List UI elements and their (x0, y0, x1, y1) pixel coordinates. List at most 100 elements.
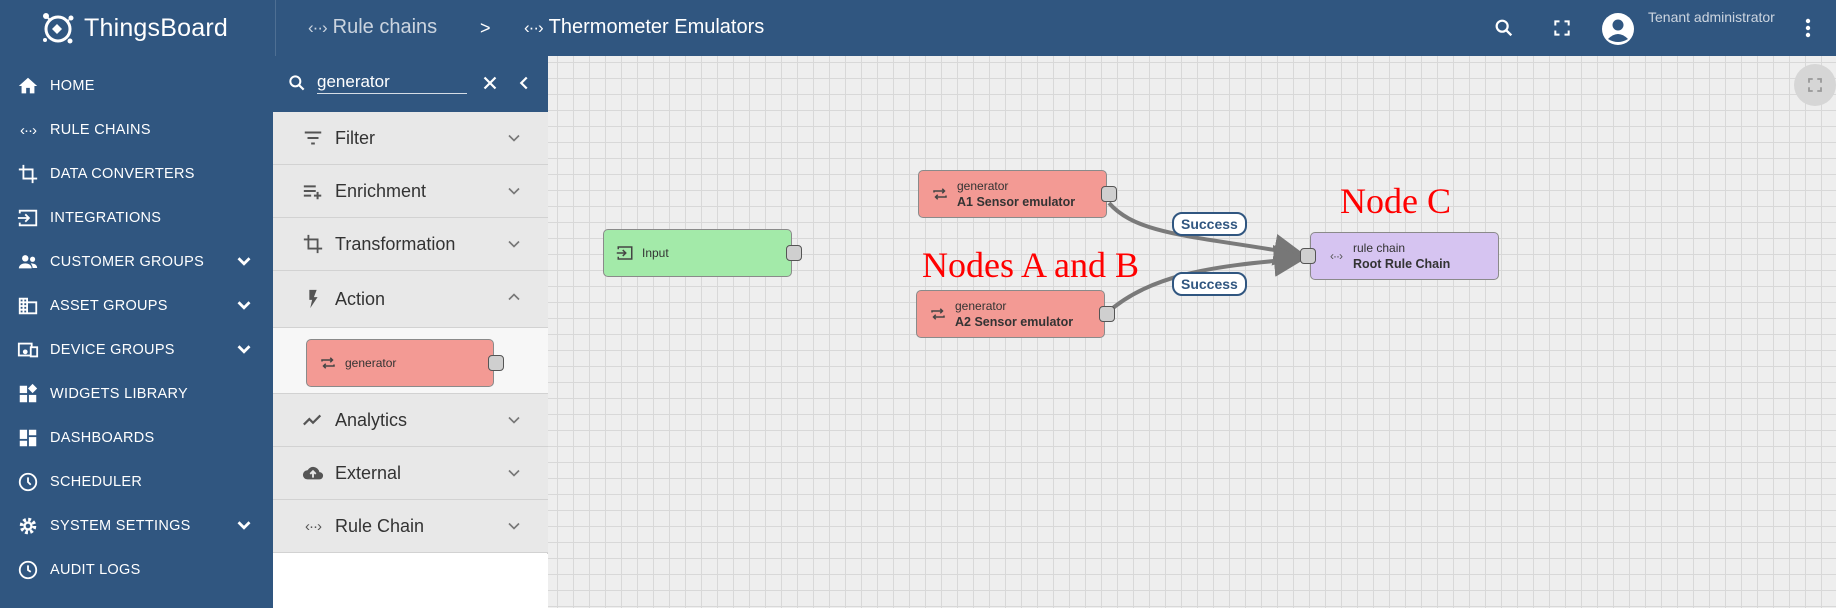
category-transformation[interactable]: Transformation (273, 218, 548, 271)
sidebar-item-label: SYSTEM SETTINGS (50, 518, 191, 534)
gear-icon (16, 514, 40, 538)
thingsboard-logo-icon (43, 13, 74, 44)
collapse-panel-icon[interactable] (513, 72, 535, 99)
user-role: Tenant administrator (1648, 9, 1775, 25)
search-icon[interactable] (1492, 16, 1516, 40)
category-label: External (335, 462, 402, 483)
sidebar-item-label: INTEGRATIONS (50, 210, 162, 226)
more-vert-icon[interactable] (1796, 16, 1820, 40)
search-icon (287, 73, 307, 98)
node-output-port[interactable] (786, 245, 802, 261)
transform-icon (301, 232, 325, 256)
domain-icon (16, 294, 40, 318)
chevron-down-icon (504, 234, 524, 259)
code-icon: ‹··› (1330, 249, 1343, 263)
category-external[interactable]: External (273, 447, 548, 500)
node-name: A1 Sensor emulator (957, 195, 1076, 209)
chevron-down-icon (233, 514, 255, 540)
sidebar-item-customer-groups[interactable]: CUSTOMER GROUPS (0, 240, 273, 284)
breadcrumb-rule-chains[interactable]: ‹··› Rule chains (308, 16, 437, 39)
category-label: Filter (335, 127, 375, 148)
clear-search-icon[interactable] (479, 72, 501, 99)
devices-icon (16, 338, 40, 362)
node-type: generator (957, 179, 1009, 193)
node-name: A2 Sensor emulator (955, 315, 1074, 329)
sidebar-item-asset-groups[interactable]: ASSET GROUPS (0, 284, 273, 328)
sidebar-item-audit-logs[interactable]: AUDIT LOGS (0, 548, 273, 592)
connection-label[interactable]: Success (1172, 272, 1247, 296)
repeat-icon (929, 185, 951, 203)
sidebar-item-label: HOME (50, 78, 95, 94)
fullscreen-icon (1808, 78, 1822, 92)
sidebar-item-label: DASHBOARDS (50, 430, 155, 446)
node-input-port[interactable] (1300, 248, 1316, 264)
canvas-fullscreen-button[interactable] (1794, 64, 1836, 106)
code-icon: ‹··› (20, 121, 37, 139)
library-search-input[interactable] (317, 70, 467, 94)
chevron-down-icon (504, 410, 524, 435)
playlist-add-icon (301, 179, 325, 203)
category-filter[interactable]: Filter (273, 112, 548, 165)
library-node-label: generator (345, 356, 397, 370)
sidebar-item-label: RULE CHAINS (50, 122, 151, 138)
sidebar-item-device-groups[interactable]: DEVICE GROUPS (0, 328, 273, 372)
sidebar-item-system-settings[interactable]: SYSTEM SETTINGS (0, 504, 273, 548)
breadcrumb-parent-label: Rule chains (332, 16, 438, 38)
sidebar-item-widgets-library[interactable]: WIDGETS LIBRARY (0, 372, 273, 416)
node-generator-a2[interactable]: generator A2 Sensor emulator (916, 290, 1115, 338)
filter-icon (301, 126, 325, 150)
code-icon: ‹··› (524, 17, 544, 37)
sidebar-item-scheduler[interactable]: SCHEDULER (0, 460, 273, 504)
crop-icon (16, 162, 40, 186)
node-output-port[interactable] (1099, 306, 1115, 322)
category-label: Enrichment (335, 180, 427, 201)
sidebar-item-dashboards[interactable]: DASHBOARDS (0, 416, 273, 460)
clock-icon (16, 470, 40, 494)
sidebar-item-integrations[interactable]: INTEGRATIONS (0, 196, 273, 240)
fullscreen-icon[interactable] (1550, 16, 1574, 40)
node-output-port[interactable] (1101, 186, 1117, 202)
sidebar-item-label: ASSET GROUPS (50, 298, 168, 314)
sidebar-item-label: DATA CONVERTERS (50, 166, 195, 182)
node-output-port[interactable] (488, 355, 504, 371)
chevron-down-icon (233, 250, 255, 276)
category-label: Action (335, 288, 386, 309)
node-generator-a1[interactable]: generator A1 Sensor emulator (918, 170, 1117, 218)
node-type: generator (955, 299, 1007, 313)
code-icon: ‹··› (308, 17, 328, 37)
chevron-down-icon (504, 181, 524, 206)
home-icon (16, 74, 40, 98)
node-text: generator A1 Sensor emulator (957, 178, 1075, 210)
chevron-down-icon (233, 338, 255, 364)
sidebar-item-data-converters[interactable]: DATA CONVERTERS (0, 152, 273, 196)
annotation-node-c: Node C (1340, 181, 1451, 221)
node-text: rule chain Root Rule Chain (1353, 240, 1450, 272)
sidebar-item-label: AUDIT LOGS (50, 562, 141, 578)
connections-layer (1105, 201, 1306, 315)
node-input[interactable]: Input (603, 229, 802, 277)
input-icon (16, 206, 40, 230)
category-rule-chain[interactable]: ‹··› Rule Chain (273, 500, 548, 553)
panel-empty-area (273, 554, 548, 608)
connection-label[interactable]: Success (1172, 212, 1247, 236)
category-label: Analytics (335, 409, 408, 430)
category-analytics[interactable]: Analytics (273, 394, 548, 447)
library-search-bar (273, 56, 548, 112)
rule-chain-canvas[interactable]: Input generator A1 Sensor emulator gener… (548, 56, 1836, 608)
sidebar-item-home[interactable]: HOME (0, 64, 273, 108)
avatar[interactable] (1601, 12, 1635, 46)
library-node-generator[interactable]: generator (306, 339, 504, 387)
code-icon: ‹··› (305, 517, 322, 535)
category-enrichment[interactable]: Enrichment (273, 165, 548, 218)
node-input-label: Input (642, 246, 669, 260)
chevron-down-icon (504, 463, 524, 488)
sidebar-item-rule-chains[interactable]: ‹··› RULE CHAINS (0, 108, 273, 152)
node-name: Root Rule Chain (1353, 257, 1451, 271)
category-label: Rule Chain (335, 515, 425, 536)
breadcrumb-current: ‹··› Thermometer Emulators (524, 16, 764, 39)
app-logo[interactable]: ThingsBoard (38, 8, 228, 48)
node-root-rule-chain[interactable]: ‹··› rule chain Root Rule Chain (1300, 232, 1499, 280)
flash-icon (301, 287, 325, 311)
category-action[interactable]: Action (273, 271, 548, 328)
sidebar-item-label: DEVICE GROUPS (50, 342, 175, 358)
